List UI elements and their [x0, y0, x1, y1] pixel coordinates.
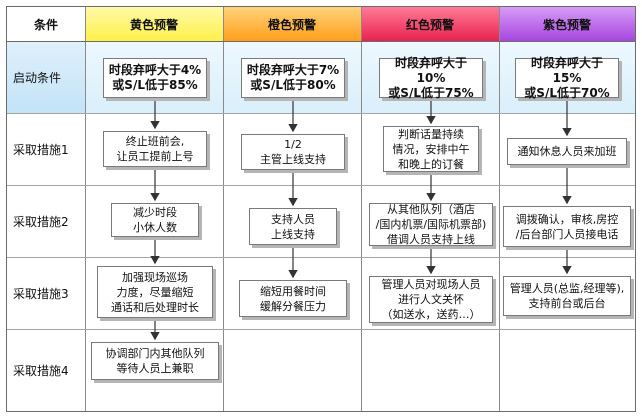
- red-trigger-box: 时段弃呼大于10% 或S/L低于75%: [379, 56, 483, 100]
- yellow-step1-box: 终止班前会, 让员工提前上号: [103, 131, 207, 167]
- header-purple: 紫色预警: [499, 7, 635, 41]
- yellow-trigger-box: 时段弃呼大于4% 或S/L低于85%: [103, 58, 207, 98]
- row-label-step1: 采取措施1: [13, 142, 69, 157]
- grid-line: [7, 257, 635, 258]
- row-label-step3: 采取措施3: [13, 286, 69, 301]
- grid-line: [361, 7, 362, 411]
- header-orange: 橙色预警: [223, 7, 361, 41]
- orange-step2-box: 支持人员 上线支持: [249, 208, 337, 245]
- yellow-step2-box: 减少时段 小休人数: [111, 203, 199, 237]
- orange-trigger-box: 时段弃呼大于7% 或S/L低于80%: [241, 58, 345, 98]
- header-red: 红色预警: [361, 7, 499, 41]
- purple-step3-box: 管理人员(总监,经理等), 支持前台或后台: [503, 276, 631, 316]
- grid-line: [7, 41, 635, 42]
- red-step2-box: 从其他队列（酒店 /国内机票/国际机票部) 借调人员支持上线: [369, 203, 493, 246]
- header-yellow: 黄色预警: [85, 7, 223, 41]
- red-step3-box: 管理人员对现场人员 进行人文关怀 （如送水，送药…）: [369, 276, 493, 323]
- orange-step1-box: 1/2 主管上线支持: [241, 134, 345, 170]
- grid-line: [223, 7, 224, 411]
- corner-header: 条件: [7, 7, 85, 41]
- grid-line: [7, 185, 635, 186]
- purple-trigger-box: 时段弃呼大于15% 或S/L低于70%: [515, 56, 619, 100]
- escalation-table: 条件 黄色预警 橙色预警 红色预警 紫色预警 启动条件 采取措施1 采取措施2 …: [6, 6, 636, 412]
- grid-line: [7, 329, 635, 330]
- grid-line: [85, 7, 86, 411]
- red-step1-box: 判断话量持续 情况，安排中午 和晚上的订餐: [383, 126, 479, 172]
- purple-step2-box: 调拨确认，审核,房控 /后台部门人员接电话: [503, 206, 631, 247]
- grid-line: [499, 7, 500, 411]
- grid-line: [7, 113, 635, 114]
- row-label-step4: 采取措施4: [13, 363, 69, 378]
- yellow-step3-box: 加强现场巡场 力度，尽量缩短 通话和后处理时长: [97, 266, 213, 318]
- row-label-start: 启动条件: [7, 41, 85, 113]
- orange-step3-box: 缩短用餐时间 缓解分餐压力: [239, 280, 347, 317]
- row-label-step2: 采取措施2: [13, 214, 69, 229]
- yellow-step4-box: 协调部门内其他队列 等待人员上兼职: [91, 342, 219, 380]
- purple-step1-box: 通知休息人员来加班: [507, 138, 627, 165]
